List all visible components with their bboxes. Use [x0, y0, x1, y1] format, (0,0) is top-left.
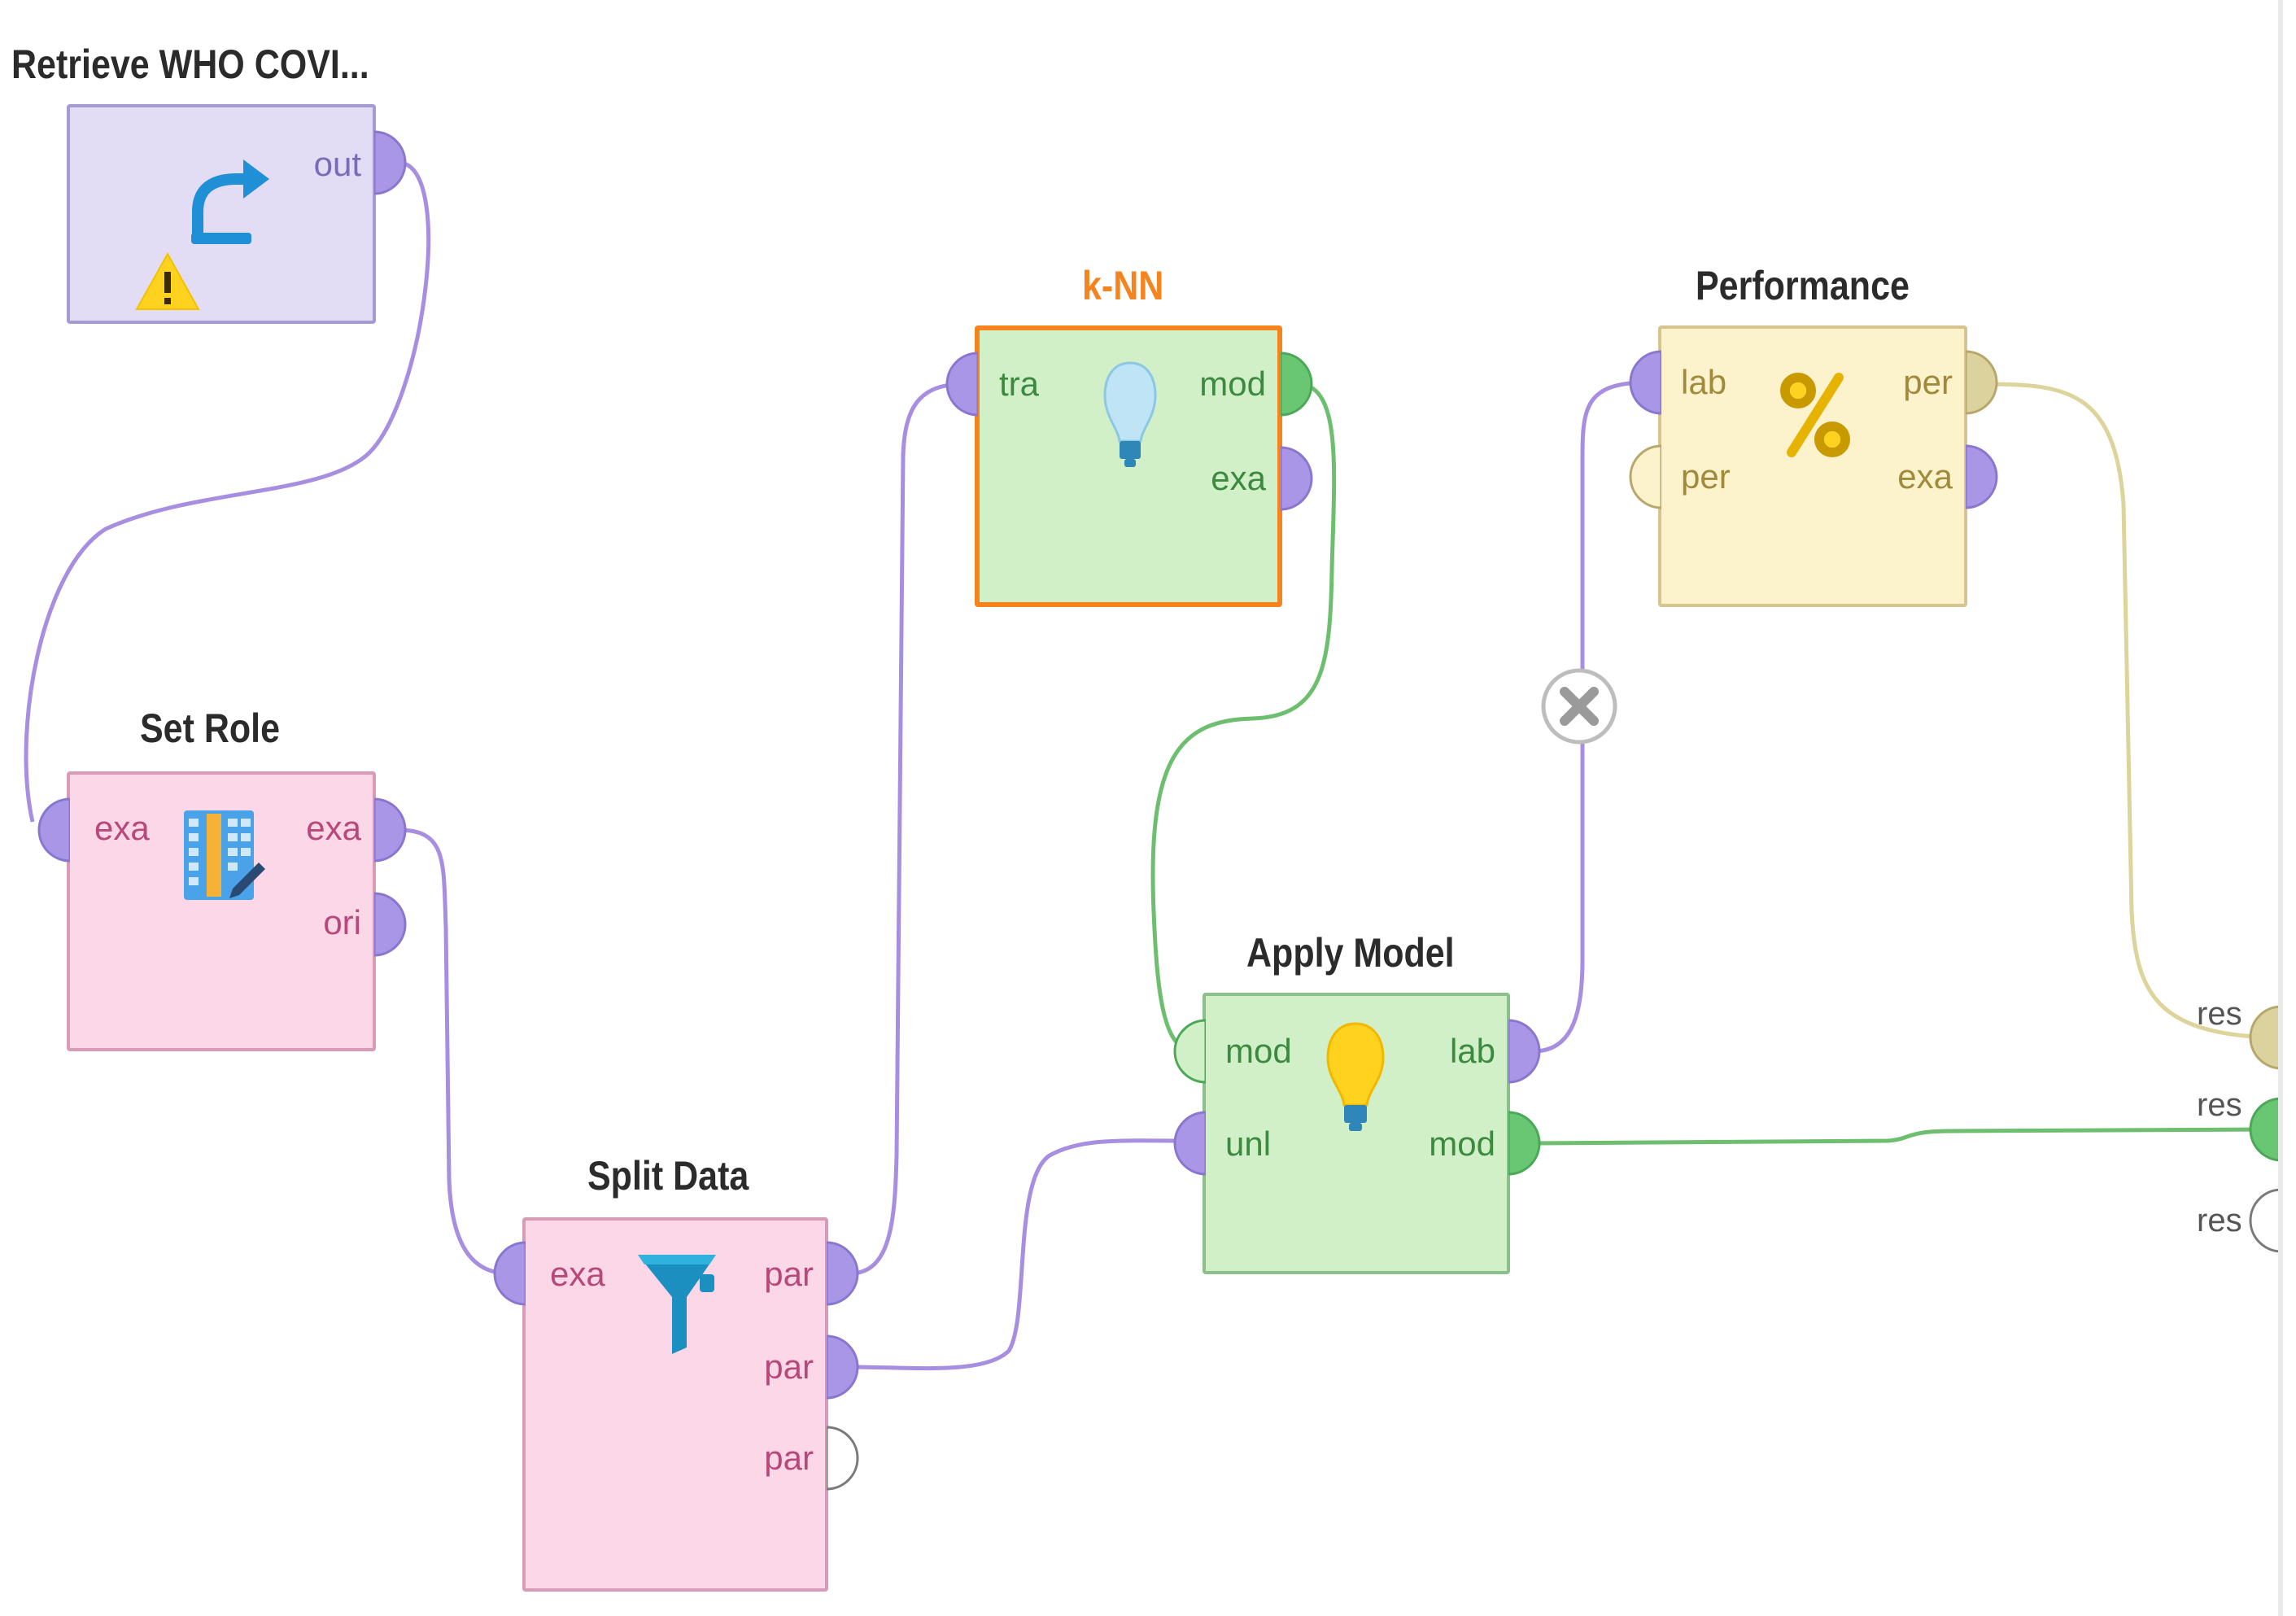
port-split-par2[interactable] [827, 1334, 859, 1400]
wire-split-to-knn[interactable] [849, 382, 965, 1276]
port-label-knn-out-mod: mod [1199, 365, 1266, 403]
port-label-retrieve-out: out [313, 145, 361, 183]
port-label-perf-in-per: per [1681, 457, 1731, 496]
filter-funnel-icon [638, 1255, 716, 1354]
result-port-3[interactable] [2249, 1188, 2281, 1253]
percent-icon [1780, 373, 1850, 457]
port-label-knn-out-exa: exa [1211, 459, 1266, 497]
port-label-apply-in-mod: mod [1225, 1032, 1292, 1070]
port-apply-out-mod[interactable] [1508, 1111, 1541, 1176]
port-perf-in-per[interactable] [1629, 444, 1661, 509]
port-label-knn-in-tra: tra [999, 365, 1040, 403]
port-retrieve-out[interactable] [374, 130, 407, 195]
delete-connection-button[interactable] [1540, 667, 1618, 745]
operator-performance[interactable]: lab per per exa [1658, 325, 1967, 607]
operator-title-performance: Performance [1696, 263, 1910, 308]
result-port-2[interactable] [2249, 1097, 2281, 1162]
port-perf-in-lab[interactable] [1629, 350, 1661, 415]
warning-icon [135, 251, 200, 310]
port-label-setrole-out-ori: ori [323, 903, 361, 941]
result-port-1[interactable] [2249, 1005, 2281, 1070]
wire-split-to-apply[interactable] [849, 1138, 1193, 1371]
lightbulb-apply-icon [1326, 1022, 1385, 1131]
port-split-par1[interactable] [827, 1241, 859, 1306]
port-perf-out-exa[interactable] [1966, 444, 1998, 509]
port-label-split-par3: par [764, 1439, 814, 1477]
port-split-in-exa[interactable] [493, 1241, 526, 1306]
canvas-right-border [2278, 0, 2283, 1616]
port-label-setrole-in-exa: exa [94, 809, 150, 847]
port-knn-out-mod[interactable] [1281, 352, 1313, 417]
operator-retrieve[interactable]: out [67, 104, 376, 324]
operator-title-set-role: Set Role [140, 705, 281, 751]
port-perf-out-per[interactable] [1966, 350, 1998, 415]
port-knn-out-exa[interactable] [1281, 446, 1313, 511]
port-setrole-out-exa[interactable] [374, 797, 407, 863]
port-knn-in-tra[interactable] [945, 352, 978, 417]
result-port-label-2: res [2197, 1087, 2242, 1123]
port-label-apply-in-unl: unl [1225, 1125, 1272, 1163]
port-label-split-par1: par [764, 1255, 814, 1293]
port-label-apply-out-lab: lab [1449, 1032, 1495, 1070]
result-port-label-1: res [2197, 996, 2242, 1032]
operator-split-data[interactable]: exa par par par [522, 1217, 828, 1592]
operator-knn[interactable]: tra mod exa [975, 325, 1282, 607]
operator-title-retrieve: Retrieve WHO COVI... [11, 41, 369, 87]
port-split-par3[interactable] [827, 1426, 859, 1491]
wire-setrole-to-split[interactable] [398, 828, 509, 1276]
operator-title-knn: k-NN [1082, 263, 1164, 308]
operator-apply-model[interactable]: mod unl lab mod [1203, 993, 1510, 1274]
retrieve-arrow-icon [191, 159, 269, 244]
port-setrole-out-ori[interactable] [374, 892, 407, 957]
delete-connection-icon[interactable] [1540, 667, 1618, 745]
port-label-perf-out-exa: exa [1897, 457, 1953, 496]
port-label-split-in-exa: exa [550, 1255, 605, 1293]
port-label-setrole-out-exa: exa [306, 809, 361, 847]
set-role-table-icon [184, 810, 265, 900]
port-apply-in-unl[interactable] [1173, 1111, 1206, 1176]
port-label-apply-out-mod: mod [1429, 1125, 1495, 1163]
operator-title-split-data: Split Data [587, 1153, 749, 1199]
port-label-perf-out-per: per [1903, 363, 1953, 401]
port-label-split-par2: par [764, 1347, 814, 1386]
wire-retrieve-to-setrole[interactable] [24, 160, 431, 823]
port-setrole-in-exa[interactable] [37, 797, 70, 863]
wire-performance-to-result[interactable] [1984, 382, 2271, 1040]
port-apply-out-lab[interactable] [1508, 1019, 1541, 1084]
result-port-label-3: res [2197, 1203, 2242, 1238]
operator-set-role[interactable]: exa exa ori [67, 771, 376, 1051]
port-apply-in-mod[interactable] [1173, 1019, 1206, 1084]
wire-apply-to-result[interactable] [1533, 1127, 2271, 1146]
wire-knn-to-apply[interactable] [1150, 382, 1337, 1052]
port-label-perf-in-lab: lab [1681, 363, 1727, 401]
lightbulb-model-icon [1103, 361, 1157, 467]
operator-title-apply-model: Apply Model [1246, 930, 1455, 976]
